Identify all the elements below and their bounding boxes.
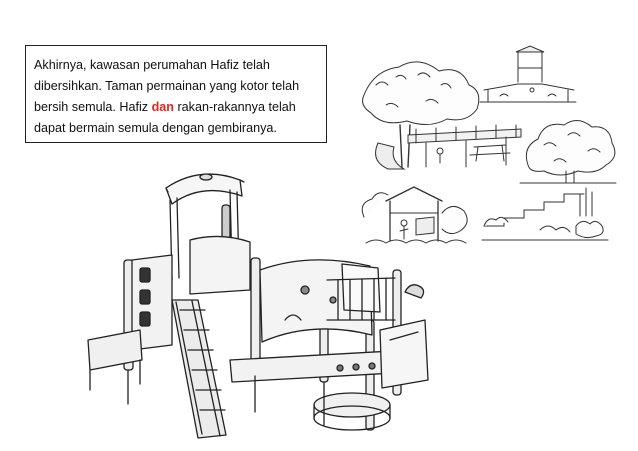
passage-highlight-word: dan — [151, 100, 174, 114]
sheet-page-icon — [600, 400, 630, 440]
terraced-garden-icon — [480, 186, 610, 250]
treehouse-slide-icon — [356, 55, 526, 173]
passage-text-before: Akhirnya, kawasan perumahan Hafiz telah … — [34, 58, 300, 114]
passage-text-after: rakan-rakannya telah dapat bermain semul… — [34, 100, 296, 135]
gazebo-icon — [356, 183, 472, 257]
tree-bush-icon — [518, 115, 618, 187]
passage-textbox: Akhirnya, kawasan perumahan Hafiz telah … — [25, 45, 327, 143]
playground-structure-icon — [80, 160, 450, 445]
playhouse-deck-icon — [478, 44, 578, 106]
